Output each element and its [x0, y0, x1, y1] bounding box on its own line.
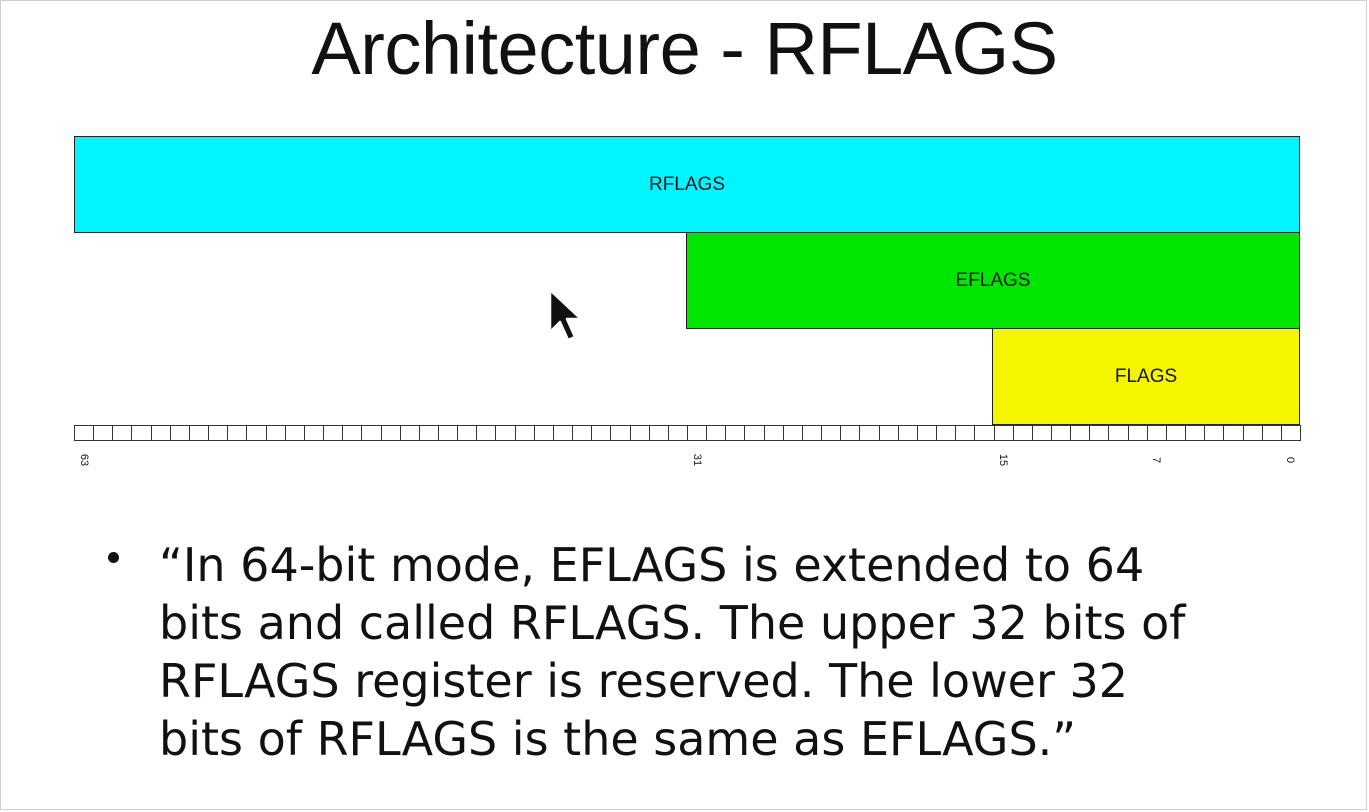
bit-position-strip: [74, 425, 1301, 441]
bit-cell: [687, 425, 708, 441]
bit-cell: [552, 425, 574, 441]
bit-cell: [936, 425, 957, 441]
bit-cell: [821, 425, 842, 441]
bit-cell: [706, 425, 727, 441]
rflags-label: RFLAGS: [648, 173, 726, 195]
bit-cell: [150, 425, 171, 441]
bit-cell: [380, 425, 401, 441]
bit-cell: [227, 425, 248, 441]
bit-cell: [93, 425, 114, 441]
bit-cell: [533, 425, 554, 441]
flags-register-bar: FLAGS: [992, 328, 1300, 425]
bit-cell: [572, 425, 593, 441]
bit-cell: [993, 425, 1014, 441]
bit-cell: [1280, 425, 1301, 441]
bit-cell: [495, 425, 516, 441]
bit-cell: [667, 425, 688, 441]
bit-cell: [744, 425, 765, 441]
bit-cell: [112, 425, 133, 441]
bit-cell: [955, 425, 976, 441]
bit-cell: [610, 425, 631, 441]
bit-cell: [763, 425, 784, 441]
bit-cell: [974, 425, 995, 441]
bit-cell: [437, 425, 459, 441]
bit-cell: [342, 425, 363, 441]
bit-cell: [840, 425, 861, 441]
bit-label-31: 31: [690, 453, 703, 467]
bit-cell: [418, 425, 439, 441]
bit-cell: [1204, 425, 1225, 441]
bit-cell: [1070, 425, 1091, 441]
bit-label-0: 0: [1284, 456, 1297, 464]
bit-cell: [1261, 425, 1282, 441]
bit-cell: [303, 425, 325, 441]
bit-cell: [1031, 425, 1052, 441]
quote-line: “In 64-bit mode, EFLAGS is extended to 6…: [159, 538, 1145, 592]
bullet-quote: “In 64-bit mode, EFLAGS is extended to 6…: [159, 536, 1279, 768]
bit-cell: [648, 425, 669, 441]
slide-title: Architecture - RFLAGS: [311, 7, 1058, 90]
bit-cell: [74, 425, 95, 441]
bit-cell: [878, 425, 899, 441]
bit-cell: [361, 425, 382, 441]
bit-cell: [476, 425, 497, 441]
bit-cell: [188, 425, 210, 441]
bit-cell: [246, 425, 267, 441]
bullet-icon: [108, 552, 119, 563]
flags-label: FLAGS: [1114, 365, 1178, 387]
mouse-pointer-icon: [548, 288, 583, 342]
bit-cell: [1185, 425, 1206, 441]
bit-cell: [801, 425, 823, 441]
bit-cell: [169, 425, 190, 441]
bit-cell: [1146, 425, 1167, 441]
eflags-register-bar: EFLAGS: [686, 232, 1300, 329]
bit-cell: [1012, 425, 1033, 441]
bit-cell: [1165, 425, 1187, 441]
bit-cell: [725, 425, 746, 441]
bit-cell: [1127, 425, 1148, 441]
bit-cell: [629, 425, 650, 441]
bit-cell: [1242, 425, 1263, 441]
quote-line: bits and called RFLAGS. The upper 32 bit…: [159, 596, 1186, 650]
bit-cell: [591, 425, 612, 441]
bit-cell: [897, 425, 918, 441]
bit-cell: [1050, 425, 1072, 441]
bit-cell: [323, 425, 344, 441]
bit-label-15: 15: [997, 453, 1010, 467]
quote-line: bits of RFLAGS is the same as EFLAGS.”: [159, 712, 1077, 766]
bit-cell: [1089, 425, 1110, 441]
bit-cell: [131, 425, 152, 441]
bit-cell: [284, 425, 305, 441]
bit-cell: [457, 425, 478, 441]
bit-cell: [1108, 425, 1129, 441]
rflags-register-bar: RFLAGS: [74, 136, 1300, 233]
bit-cell: [265, 425, 286, 441]
bit-cell: [514, 425, 535, 441]
bit-cell: [916, 425, 938, 441]
bit-cell: [399, 425, 420, 441]
bit-label-7: 7: [1150, 456, 1163, 464]
eflags-label: EFLAGS: [955, 269, 1031, 291]
bit-cell: [859, 425, 880, 441]
bit-cell: [782, 425, 803, 441]
quote-line: RFLAGS register is reserved. The lower 3…: [159, 654, 1129, 708]
bit-cell: [1223, 425, 1244, 441]
bit-label-63: 63: [77, 453, 90, 467]
bit-cell: [208, 425, 229, 441]
